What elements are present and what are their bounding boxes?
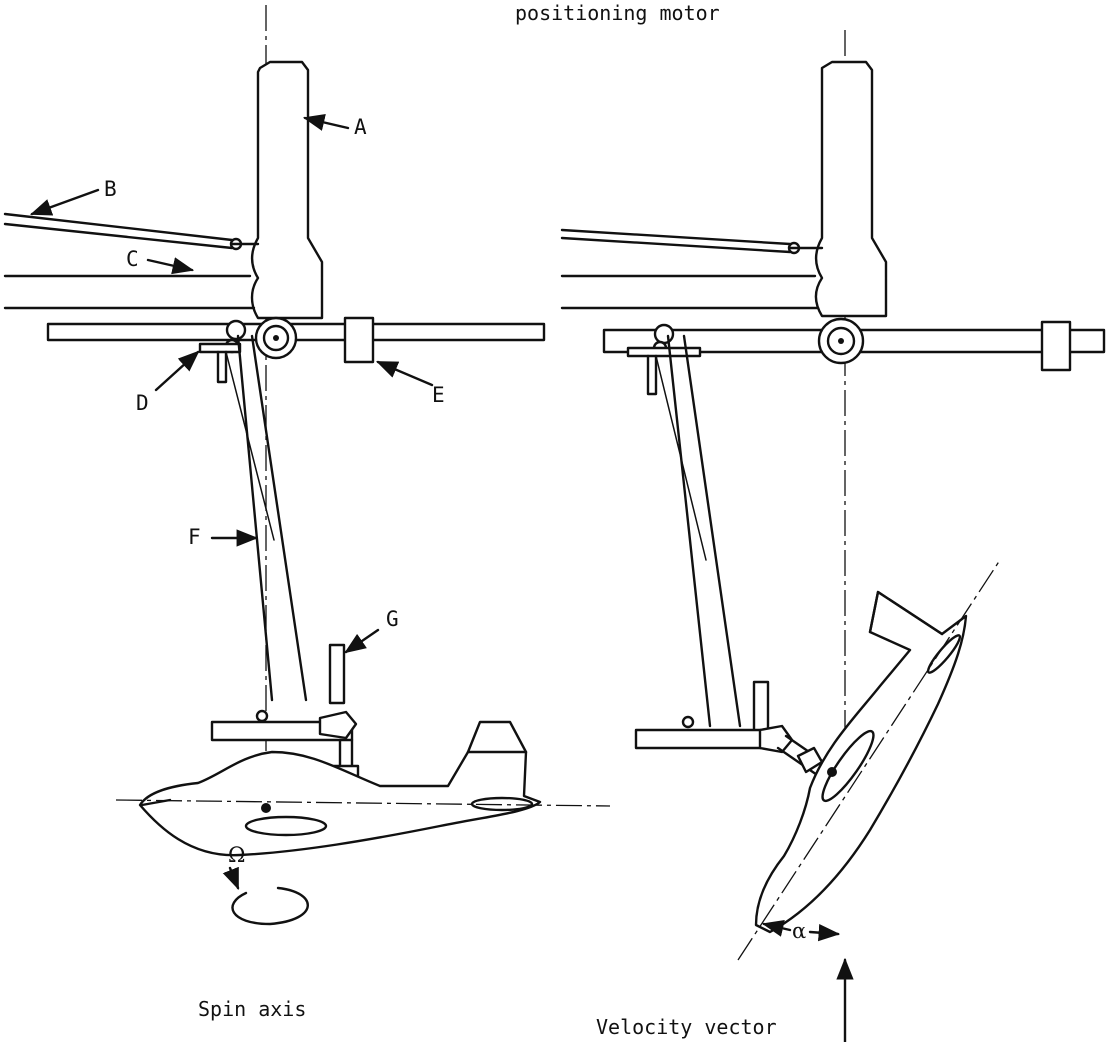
omega-rotation-arc (231, 886, 309, 926)
label-a: A (354, 115, 367, 139)
omega-arrow (222, 866, 240, 891)
label-d: D (136, 391, 149, 415)
tail-fin (466, 720, 528, 754)
brace-rod-b-lower (3, 222, 234, 250)
label-e: E (432, 383, 445, 407)
stabilizer-outline (470, 796, 534, 812)
right-model-cg-dot (827, 767, 837, 777)
right-positioning-motor-axle (838, 338, 844, 344)
right-wing-outline (821, 729, 875, 803)
balance-pin (255, 709, 269, 723)
right-strut-brace (655, 355, 707, 561)
right-brace-rod (560, 228, 792, 246)
positioning-motor-caption: positioning motor (515, 1, 720, 25)
sliding-block-e (343, 316, 375, 364)
aircraft-model-left (138, 750, 542, 857)
strut-f-brace (225, 351, 275, 541)
right-apparatus: α (560, 30, 1106, 1042)
strut-f-right-edge (250, 334, 308, 702)
right-sliding-block (1040, 320, 1072, 372)
right-brace-rod-lower (560, 236, 792, 254)
model-centerline (115, 799, 611, 807)
left-callouts: A B C D E F G (29, 113, 445, 654)
right-balance-bar (634, 728, 764, 750)
label-g: G (386, 607, 399, 631)
clamp-d (198, 342, 242, 354)
clamp-d-tab (216, 350, 228, 384)
balance-joint (318, 710, 358, 740)
left-apparatus: Ω (3, 5, 611, 926)
alpha-arrow-right (808, 923, 841, 942)
velocity-vector-caption: Velocity vector (596, 1015, 777, 1039)
label-b: B (104, 177, 117, 201)
omega-symbol: Ω (228, 843, 245, 867)
pivot-upper (225, 319, 247, 341)
positioning-motor-axle (273, 335, 279, 341)
right-strut-right-edge (682, 334, 742, 728)
leader-e (376, 360, 434, 387)
right-rod (752, 680, 770, 736)
right-strut-left-edge (666, 334, 712, 728)
leader-d (154, 350, 200, 392)
support-arm-a (250, 60, 324, 320)
leader-g (344, 628, 380, 654)
strut-f-left-edge (236, 334, 274, 702)
label-f: F (188, 525, 201, 549)
spin-axis-caption: Spin axis (198, 997, 306, 1021)
wing-outline (244, 815, 328, 837)
leader-a (302, 113, 350, 131)
right-clamp-tab (646, 354, 658, 396)
model-cg-dot (261, 803, 271, 813)
right-balance-joint (758, 724, 794, 754)
alpha-arrow-left (761, 919, 792, 937)
right-balance-pin (681, 715, 695, 729)
alpha-symbol: α (792, 919, 806, 943)
rod-g (328, 643, 346, 705)
leader-b (29, 188, 100, 216)
right-clamp (626, 346, 702, 358)
support-arm-right (814, 60, 888, 318)
leader-c (146, 257, 195, 275)
brace-rod-b (3, 212, 234, 242)
label-c: C (126, 247, 139, 271)
right-tail-fin (868, 590, 944, 636)
right-pivot-upper (653, 323, 675, 345)
